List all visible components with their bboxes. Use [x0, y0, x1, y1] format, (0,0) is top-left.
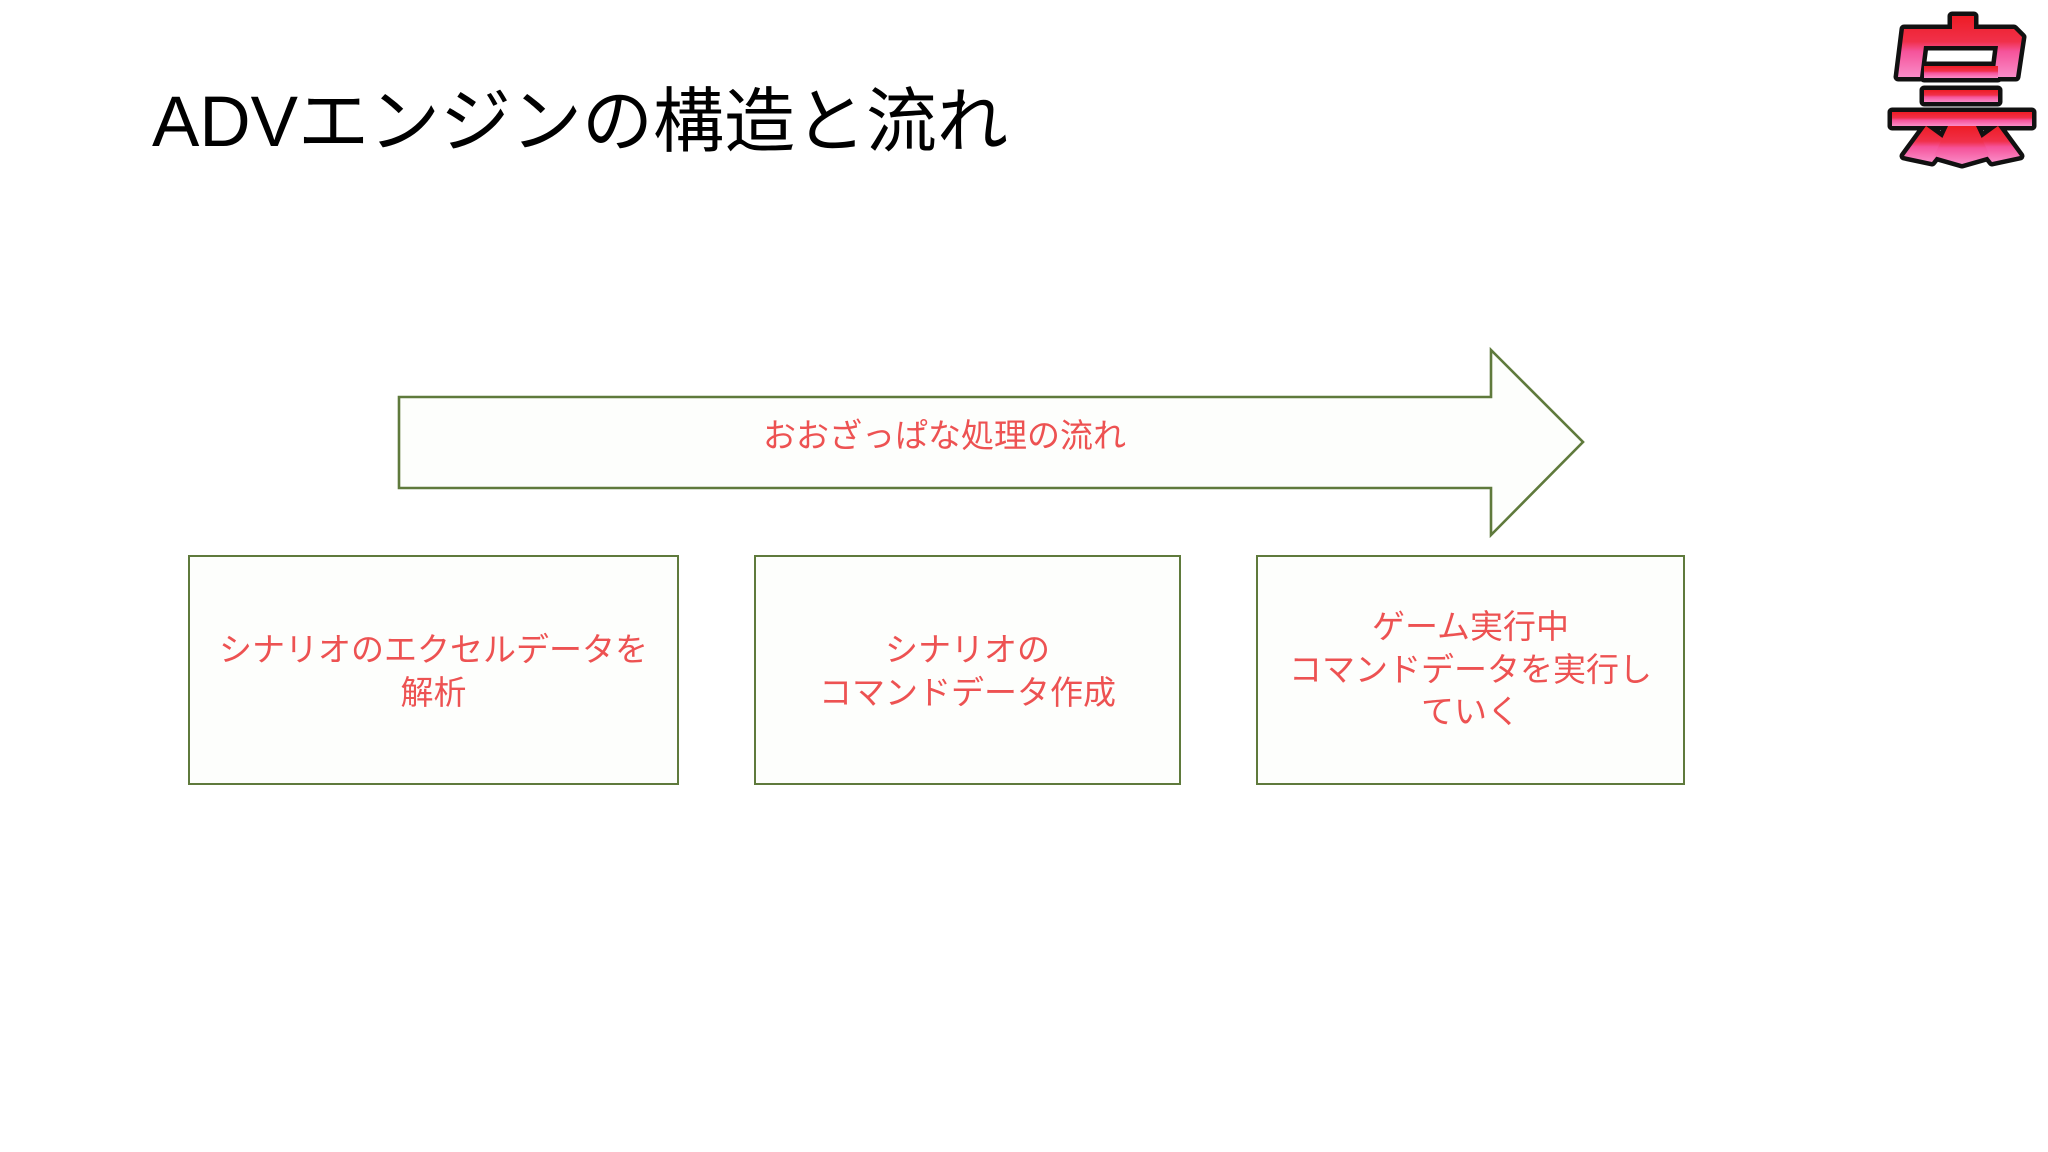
right-arrow-icon [390, 340, 1595, 550]
stage-box-scenario-excel-parse: シナリオのエクセルデータを 解析 [188, 555, 679, 785]
stage-box-label: シナリオの コマンドデータ作成 [819, 631, 1116, 711]
stage-box-runtime-command-execute: ゲーム実行中 コマンドデータを実行し ていく [1256, 555, 1685, 785]
stage-box-label: シナリオのエクセルデータを 解析 [219, 631, 648, 711]
utage-kanji-logo-icon [1882, 4, 2042, 174]
page-title: ADVエンジンの構造と流れ [152, 83, 1008, 162]
stage-box-label: ゲーム実行中 コマンドデータを実行し ていく [1289, 607, 1652, 731]
flow-arrow-label: おおざっぱな処理の流れ [763, 417, 1126, 454]
stage-box-command-data-create: シナリオの コマンドデータ作成 [754, 555, 1181, 785]
